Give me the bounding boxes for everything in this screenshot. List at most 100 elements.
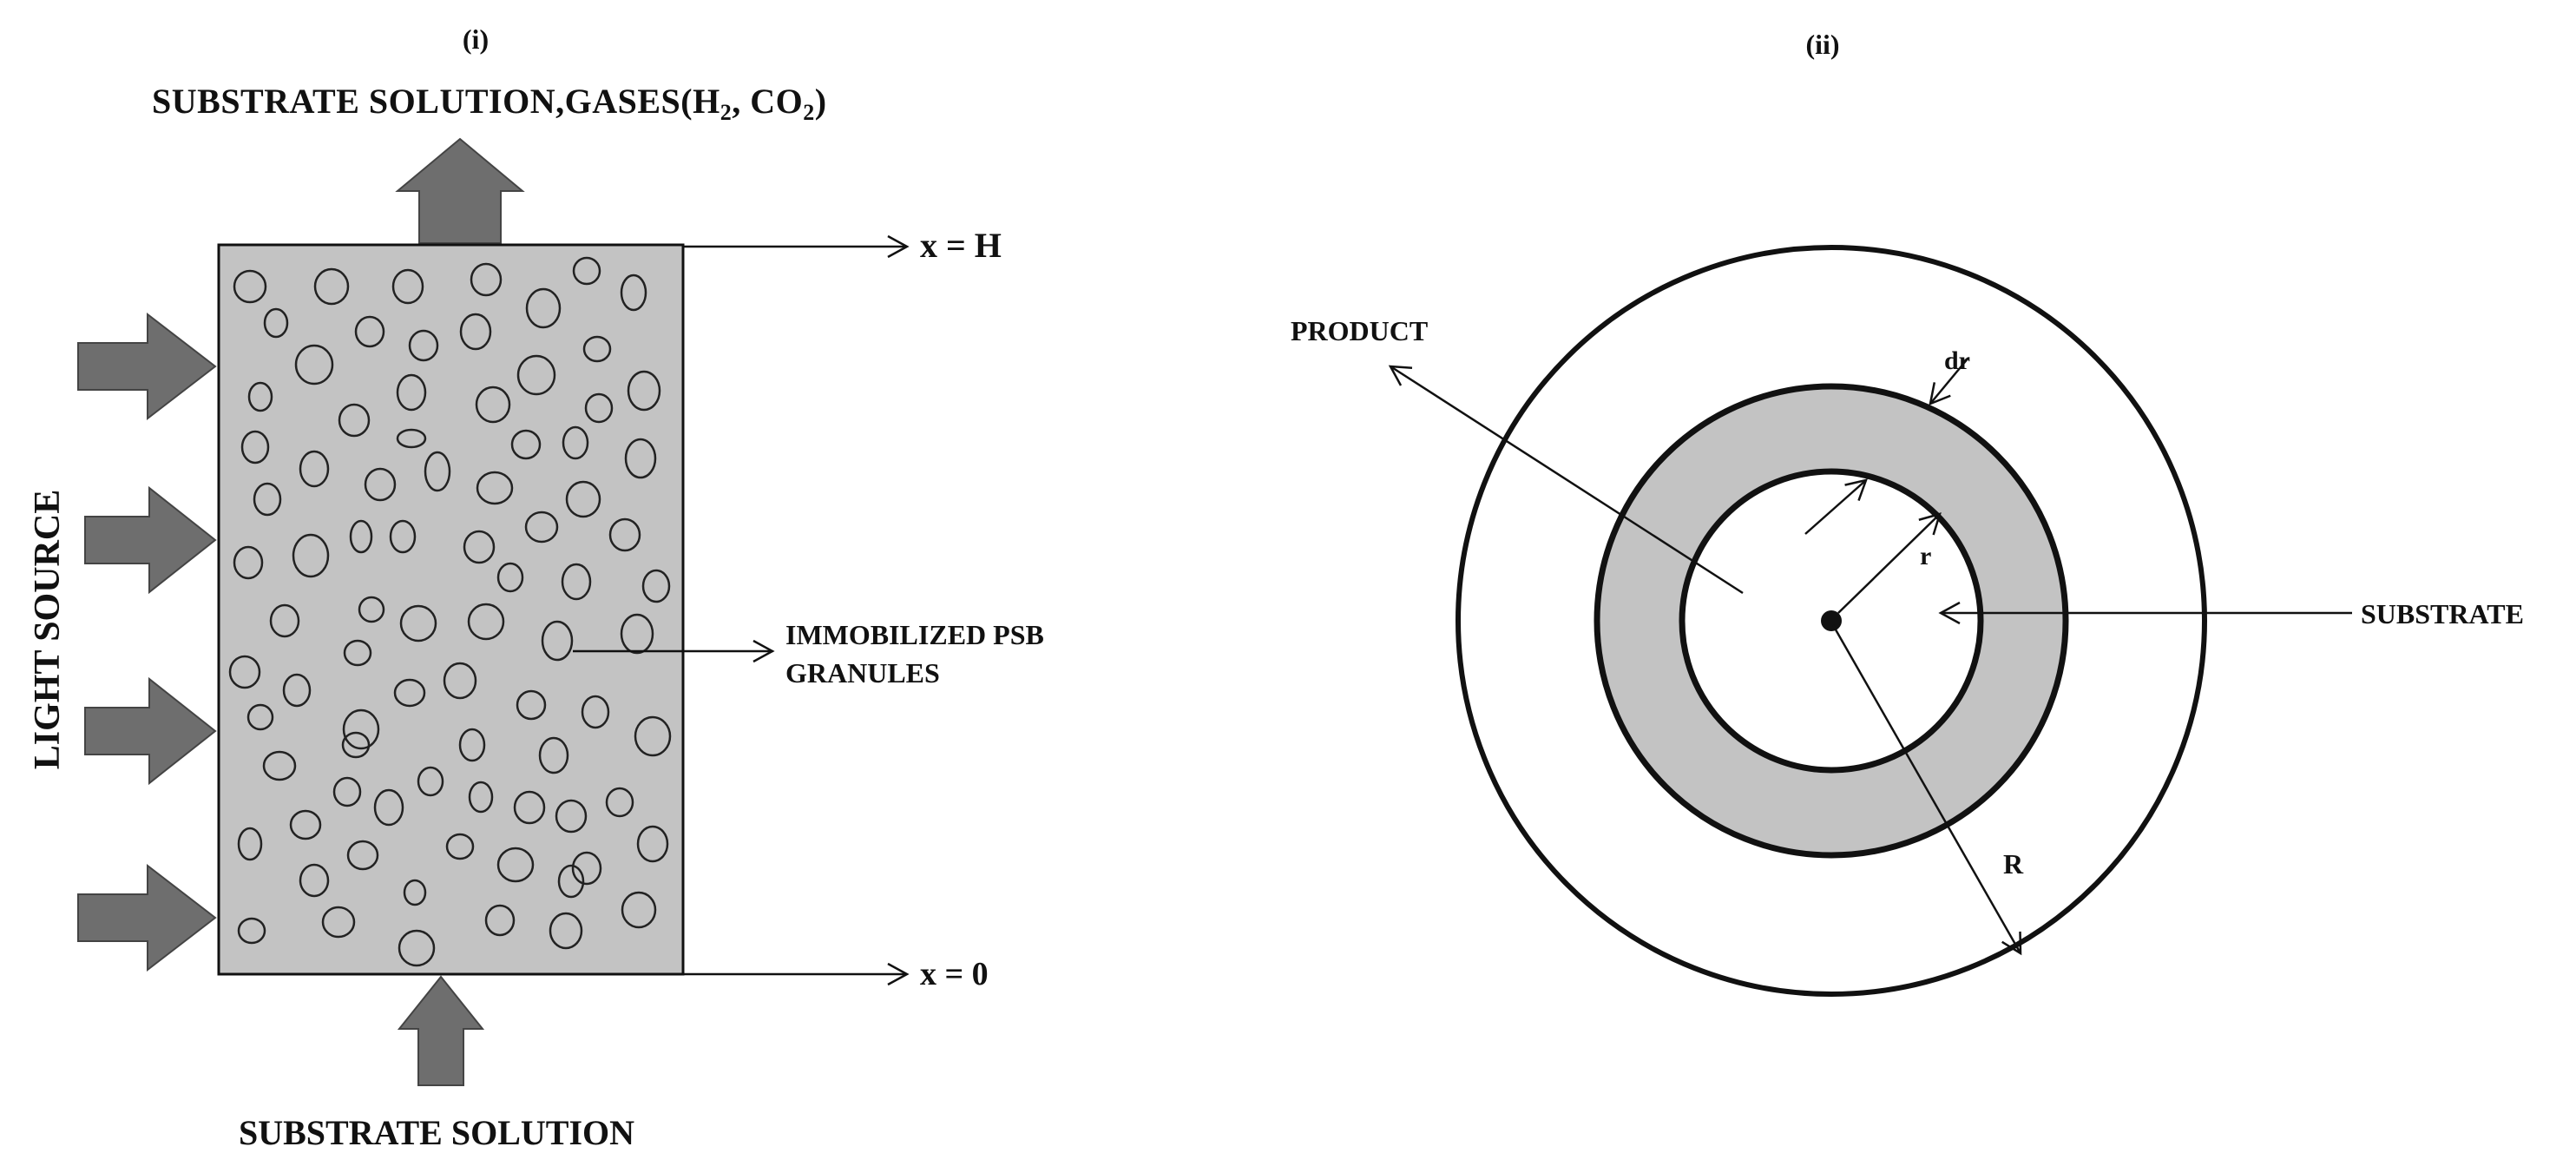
granule <box>237 917 266 945</box>
granule <box>445 833 475 860</box>
center-point <box>1821 610 1842 631</box>
packed-bed <box>217 243 685 976</box>
granule <box>620 613 654 655</box>
granule <box>240 430 270 465</box>
granule <box>608 517 641 552</box>
granule <box>417 766 444 797</box>
granule <box>342 708 380 750</box>
granule <box>358 596 385 623</box>
granule <box>538 736 569 774</box>
granule <box>524 511 559 544</box>
granule <box>343 639 372 667</box>
granule <box>403 879 427 906</box>
granule <box>321 906 356 939</box>
granule <box>373 788 404 827</box>
panel-i: (i) SUBSTRATE SOLUTION,GASES(H2, CO2) x … <box>28 23 1044 1152</box>
granule <box>463 530 496 564</box>
granule <box>621 891 657 929</box>
granule <box>253 482 282 517</box>
granule <box>476 471 514 505</box>
granule <box>634 715 672 757</box>
granules-label-line2: GRANULES <box>785 657 940 689</box>
granule <box>468 781 494 814</box>
x-0-marker-label: x = 0 <box>920 956 989 992</box>
top-output-mid: , CO <box>732 82 803 121</box>
panel-ii: (ii) PRODUCT SUBSTRATE r R dr <box>1291 29 2524 997</box>
granule <box>496 562 524 593</box>
granule <box>459 313 492 351</box>
granules-label-line1: IMMOBILIZED PSB <box>785 619 1044 650</box>
granule <box>269 603 300 638</box>
granule <box>228 655 261 689</box>
granule <box>467 603 505 641</box>
granule <box>641 569 671 603</box>
granule <box>565 480 601 518</box>
granule <box>262 750 297 781</box>
granule <box>289 809 322 840</box>
granule <box>393 678 426 708</box>
granule <box>581 695 610 729</box>
granule <box>496 847 535 883</box>
top-outlet-arrow <box>395 137 525 244</box>
product-label: PRODUCT <box>1291 315 1428 346</box>
granule <box>458 728 486 762</box>
granule <box>341 731 371 759</box>
granule <box>549 912 583 950</box>
granule <box>292 533 330 578</box>
granule <box>513 790 546 825</box>
granule <box>620 273 647 312</box>
granule <box>584 392 614 424</box>
granule <box>237 827 263 861</box>
light-arrow-2 <box>84 485 217 595</box>
granule <box>282 673 312 708</box>
granule <box>470 262 503 297</box>
top-output-label: SUBSTRATE SOLUTION,GASES(H2, CO2) <box>152 82 827 125</box>
granule <box>582 335 612 363</box>
granule <box>510 429 542 460</box>
granule <box>561 563 592 601</box>
granule <box>389 519 417 554</box>
granule <box>246 703 274 731</box>
substrate-label: SUBSTRATE <box>2361 598 2524 629</box>
granule <box>636 825 669 863</box>
panel-i-label: (i) <box>463 23 489 55</box>
light-arrow-3 <box>84 676 217 786</box>
R-label: R <box>2003 848 2024 880</box>
dr-label: dr <box>1944 346 1970 375</box>
granule <box>396 428 427 449</box>
granule <box>572 256 601 286</box>
granule <box>391 268 424 305</box>
top-output-sub1: 2 <box>720 100 733 125</box>
granule <box>399 604 437 643</box>
granule <box>338 403 371 438</box>
light-arrow-4 <box>77 863 217 972</box>
r-label: r <box>1920 542 1931 570</box>
x-H-marker-label: x = H <box>920 226 1002 265</box>
granule <box>541 620 574 662</box>
dr-arrow <box>1929 357 1969 406</box>
granule <box>605 787 634 818</box>
top-output-prefix: SUBSTRATE SOLUTION,GASES(H <box>152 82 720 121</box>
panel-ii-label: (ii) <box>1805 29 1839 60</box>
light-source-label: LIGHT SOURCE <box>28 490 68 770</box>
granule <box>354 315 385 348</box>
R-radius-arrow <box>1831 624 2022 956</box>
bottom-input-label: SUBSTRATE SOLUTION <box>239 1113 634 1152</box>
granule <box>396 373 427 412</box>
granule <box>627 370 661 412</box>
granule <box>294 344 334 386</box>
granule <box>398 929 436 967</box>
light-arrow-1 <box>77 312 217 421</box>
granule <box>484 904 516 937</box>
granule <box>364 467 397 502</box>
granule <box>475 386 511 424</box>
granule <box>571 851 602 886</box>
granule <box>516 689 547 721</box>
top-output-suffix: ) <box>815 82 827 121</box>
inner-diffusion-arrow <box>1804 478 1868 535</box>
granule <box>233 545 264 580</box>
granule <box>299 863 330 898</box>
granule <box>525 287 562 329</box>
